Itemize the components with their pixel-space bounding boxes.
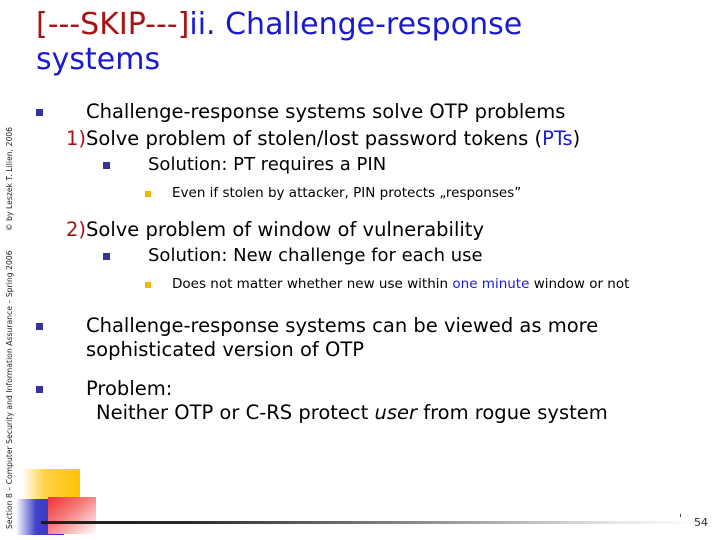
list-item: 1)Solve problem of stolen/lost password … bbox=[0, 127, 720, 151]
list-item: 2)Solve problem of window of vulnerabili… bbox=[0, 218, 720, 242]
list-item: Solution: PT requires a PIN bbox=[0, 154, 720, 177]
list-item: Problem: bbox=[0, 377, 720, 401]
ordered-marker-1: 1) bbox=[66, 126, 87, 150]
bullet-text-b: window or not bbox=[529, 276, 630, 293]
bullet-text: Even if stolen by attacker, PIN protects… bbox=[172, 185, 522, 202]
bullet-text: Solution: PT requires a PIN bbox=[148, 153, 387, 175]
square-bullet-icon bbox=[36, 386, 43, 394]
sub-paragraph: Neither OTP or C-RS protect user from ro… bbox=[0, 401, 720, 425]
bullet-text: Solution: New challenge for each use bbox=[148, 244, 483, 266]
numbered-text: Solve problem of window of vulnerability bbox=[86, 217, 484, 241]
square-bullet-icon bbox=[103, 252, 110, 260]
bullet-text: Problem: bbox=[86, 377, 173, 401]
highlight-token-one-minute: one minute bbox=[452, 276, 530, 293]
slide-number: 54 bbox=[694, 516, 708, 529]
spacer bbox=[0, 203, 720, 218]
square-bullet-icon bbox=[36, 109, 43, 116]
decorative-footer-rule bbox=[41, 521, 701, 524]
numbered-text-a: Solve problem of stolen/lost password to… bbox=[86, 126, 543, 150]
spacer bbox=[0, 267, 720, 276]
square-bullet-icon bbox=[145, 282, 151, 289]
square-bullet-icon bbox=[145, 191, 151, 198]
highlight-token-pts: PTs bbox=[542, 126, 573, 150]
spacer bbox=[0, 176, 720, 185]
spacer bbox=[0, 362, 720, 377]
list-item: Challenge-response systems can be viewed… bbox=[0, 314, 720, 362]
sub-paragraph-text-b: from rogue system bbox=[417, 401, 608, 425]
sub-paragraph-text-a: Neither OTP or C-RS protect bbox=[96, 401, 375, 425]
ordered-marker-2: 2) bbox=[66, 217, 87, 241]
decorative-red-gradient-square bbox=[48, 497, 96, 534]
spacer bbox=[0, 293, 720, 314]
page-title: [---SKIP---]ii. Challenge-response syste… bbox=[36, 7, 636, 78]
slide-body: Challenge-response systems solve OTP pro… bbox=[0, 100, 720, 425]
list-item: Solution: New challenge for each use bbox=[0, 245, 720, 268]
square-bullet-icon bbox=[103, 161, 110, 169]
title-main-text: ii. Challenge-response systems bbox=[36, 7, 523, 77]
bullet-text: Challenge-response systems can be viewed… bbox=[86, 314, 599, 362]
bullet-text: Challenge-response systems solve OTP pro… bbox=[86, 100, 566, 123]
list-item: Challenge-response systems solve OTP pro… bbox=[0, 100, 720, 124]
list-item: Even if stolen by attacker, PIN protects… bbox=[0, 185, 720, 202]
slide-number-tick: ' bbox=[678, 512, 682, 525]
list-item: Does not matter whether new use within o… bbox=[0, 276, 720, 293]
bullet-text-a: Does not matter whether new use within bbox=[172, 276, 453, 293]
square-bullet-icon bbox=[36, 323, 43, 331]
emphasis-user: user bbox=[374, 401, 418, 425]
title-skip-marker: [---SKIP---] bbox=[36, 7, 190, 42]
decorative-gold-square bbox=[22, 469, 80, 501]
numbered-text-b: ) bbox=[572, 126, 581, 150]
